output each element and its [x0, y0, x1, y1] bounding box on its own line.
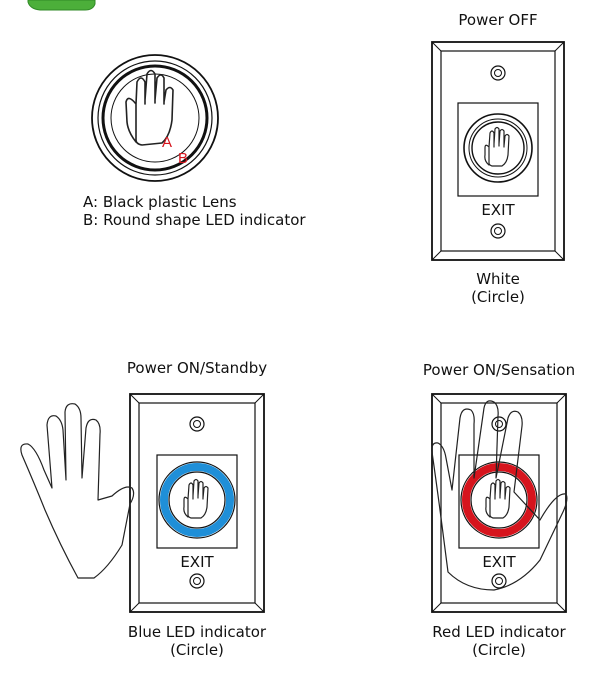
caption-sensation-line1: Red LED indicator	[432, 623, 566, 641]
hand-over-sensor	[431, 400, 568, 591]
legend-line-b: B: Round shape LED indicator	[83, 211, 306, 229]
plate-power-off	[431, 41, 565, 261]
plate-standby	[129, 393, 265, 613]
caption-sensation-line2: (Circle)	[472, 641, 526, 659]
caption-off-line1: White	[476, 270, 520, 288]
title-sensation: Power ON/Sensation	[422, 361, 576, 379]
legend-line-a: A: Black plastic Lens	[83, 193, 237, 211]
red-led-ring	[462, 463, 536, 537]
blue-led-ring	[160, 463, 234, 537]
caption-off-line2: (Circle)	[471, 288, 525, 306]
exit-label-standby: EXIT	[180, 553, 214, 571]
exit-label-off: EXIT	[481, 201, 515, 219]
title-power-off: Power OFF	[458, 11, 538, 29]
caption-standby-line2: (Circle)	[170, 641, 224, 659]
title-standby: Power ON/Standby	[126, 359, 268, 377]
approaching-hand	[20, 403, 135, 579]
label-a: A	[162, 134, 172, 151]
exit-label-sensation: EXIT	[482, 553, 516, 571]
accent-tab	[27, 0, 96, 11]
label-b: B	[178, 150, 188, 167]
caption-standby-line1: Blue LED indicator	[127, 623, 267, 641]
sensor-detail: A B	[91, 54, 219, 182]
plate-sensation	[431, 393, 567, 613]
